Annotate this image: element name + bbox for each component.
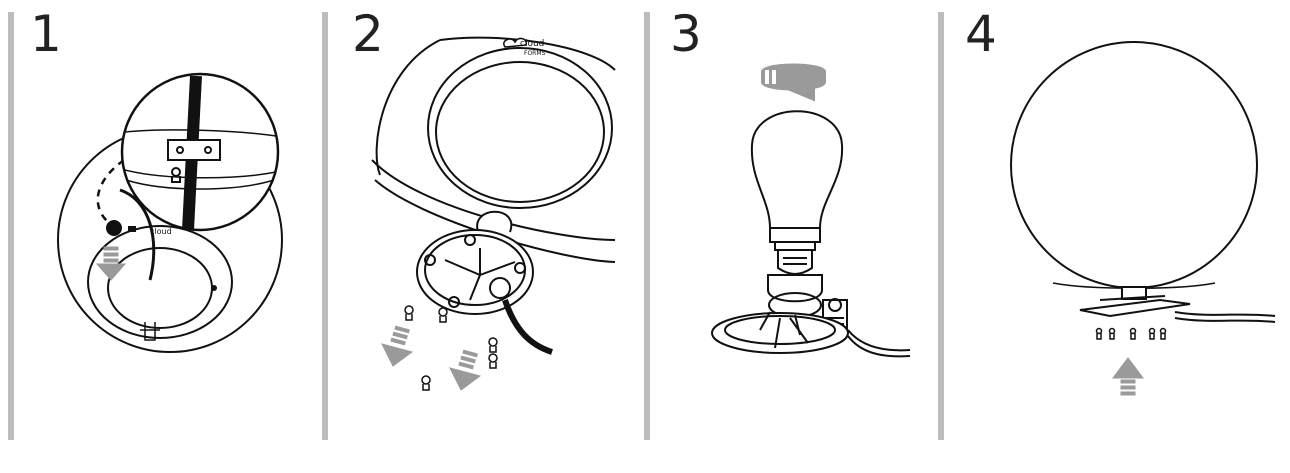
brand-logo: cloud FORMS	[503, 37, 546, 57]
arrow-down-icon	[95, 246, 127, 281]
panel-separator-3	[644, 12, 650, 440]
step-4-illustration	[1010, 41, 1276, 396]
panel-separator-1	[8, 12, 14, 440]
step-number-2: 2	[352, 5, 384, 63]
panel-separator-4	[938, 12, 944, 440]
step-2-illustration: cloud FORMS	[371, 36, 616, 391]
brand-logo-small: cloud	[150, 227, 172, 236]
arrow-up-icon	[1112, 357, 1144, 396]
svg-text:FORMS: FORMS	[524, 50, 546, 57]
latch-dot-icon	[106, 220, 122, 236]
step-number-3: 3	[670, 5, 702, 63]
step-1-illustration: cloud	[57, 72, 283, 353]
screw-icon	[1095, 327, 1167, 340]
step-3-illustration	[711, 63, 911, 358]
screw-icon	[404, 305, 498, 391]
arrow-down-icon	[381, 325, 482, 391]
step-number-4: 4	[965, 5, 997, 63]
panel-separator-2	[322, 12, 328, 440]
rotate-clockwise-icon	[761, 63, 826, 102]
step-number-1: 1	[30, 5, 62, 63]
svg-text:cloud: cloud	[520, 39, 544, 49]
